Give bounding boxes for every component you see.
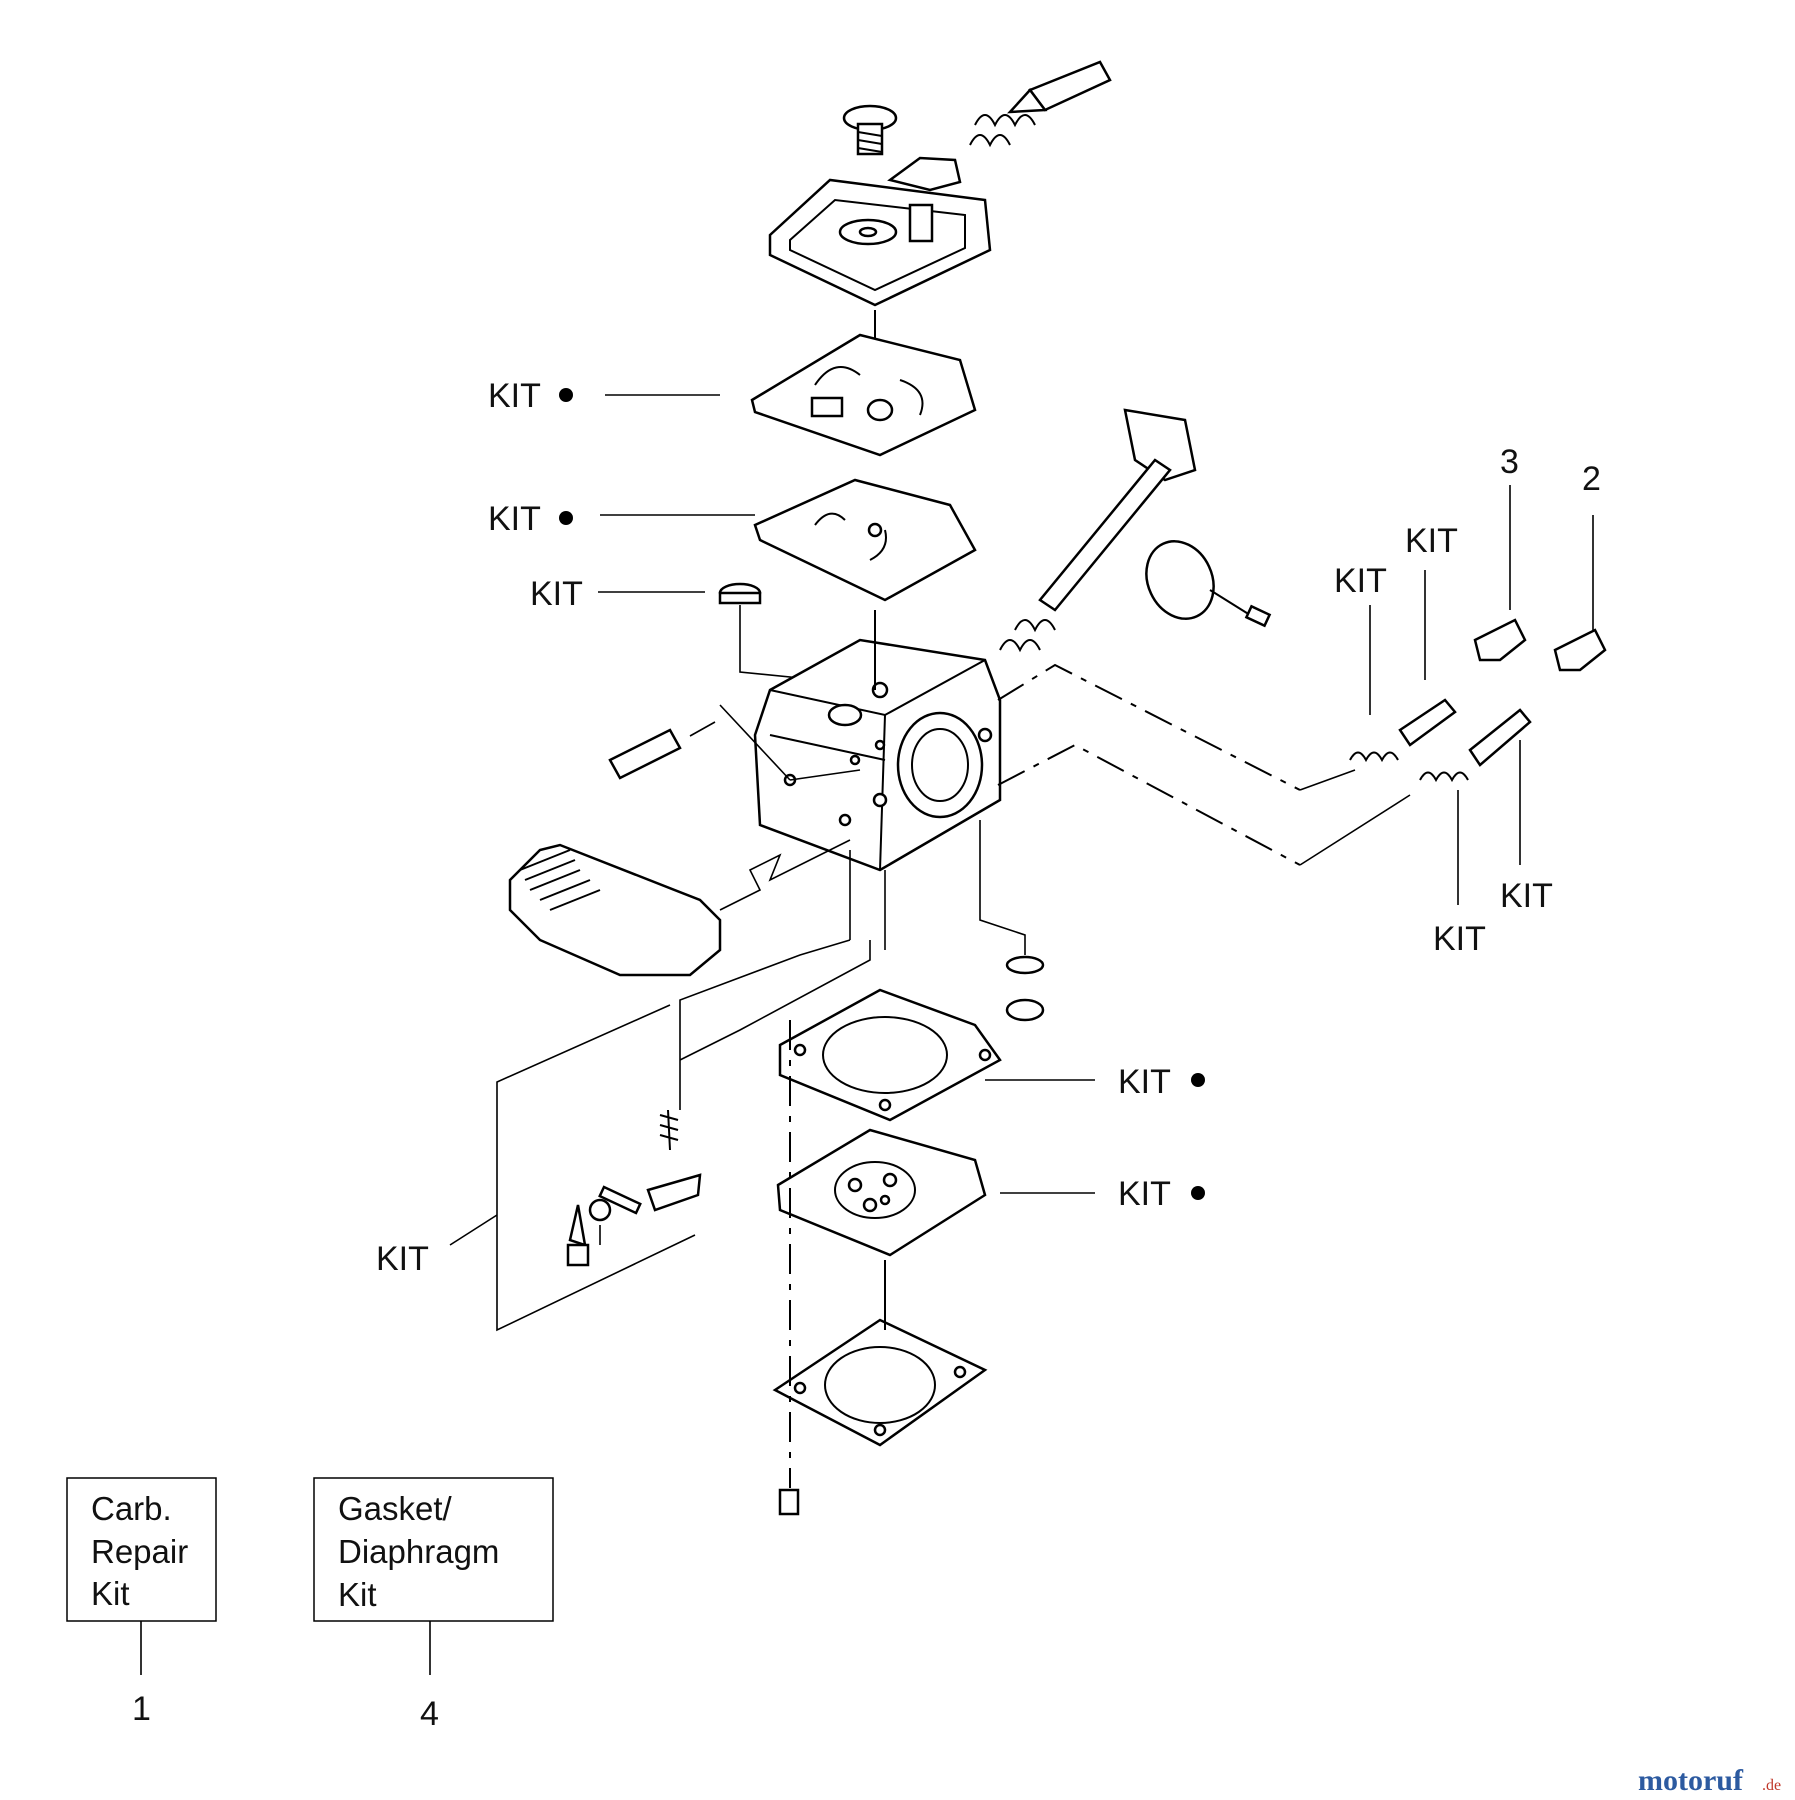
kit-label: KIT — [1118, 1175, 1171, 1213]
legend-line: Carb. — [91, 1490, 172, 1527]
carburetor-body — [753, 610, 1002, 872]
kit-label: KIT — [530, 575, 583, 613]
kit-label: KIT — [488, 500, 541, 538]
reference-numbers: 3 2 1 4 — [132, 443, 1601, 1733]
kit-label: KIT — [1118, 1063, 1171, 1101]
kit-label: KIT — [376, 1240, 429, 1278]
kit-label: KIT — [1405, 522, 1458, 560]
watermark-brand: motoruf — [1638, 1764, 1744, 1797]
ref-number-4: 4 — [420, 1695, 439, 1733]
pump-gasket — [750, 333, 977, 457]
kit-callouts: KIT KIT KIT KIT KIT KIT KIT KIT KIT KIT — [376, 377, 1553, 1278]
inlet-screen — [718, 582, 821, 681]
kit-dot — [559, 511, 573, 525]
pump-diaphragm — [753, 478, 977, 602]
watermark-suffix: .de — [1762, 1777, 1781, 1794]
legend-line: Gasket/ — [338, 1490, 453, 1527]
kit-label: KIT — [1433, 920, 1486, 958]
metering-gasket — [778, 988, 1002, 1122]
legend-box-carb-repair-kit: Carb. Repair Kit — [66, 1477, 217, 1622]
throttle-shaft-assembly — [999, 408, 1272, 653]
legend-box-gasket-diaphragm-kit: Gasket/ Diaphragm Kit — [313, 1477, 554, 1622]
legend-line: Diaphragm — [338, 1533, 499, 1570]
leader-lines — [140, 394, 1594, 1675]
ref-number-1: 1 — [132, 1690, 151, 1728]
legend-line: Kit — [338, 1576, 377, 1613]
cover-screw — [778, 1020, 800, 1516]
metering-cover — [772, 1260, 988, 1447]
kit-dot — [559, 388, 573, 402]
metering-diaphragm — [776, 1128, 987, 1257]
pin-and-choke — [508, 704, 861, 977]
kit-label: KIT — [488, 377, 541, 415]
legend-line: Kit — [91, 1575, 130, 1612]
kit-label: KIT — [1334, 562, 1387, 600]
ref-number-3: 3 — [1500, 443, 1519, 481]
kit-dot — [1191, 1073, 1205, 1087]
adjustment-needles — [997, 618, 1607, 866]
watermark: motoruf .de — [1638, 1764, 1781, 1797]
metering-parts — [566, 820, 1045, 1267]
top-cover-assembly — [768, 60, 1112, 340]
kit-label: KIT — [1500, 877, 1553, 915]
kit-dot — [1191, 1186, 1205, 1200]
ref-number-2: 2 — [1582, 460, 1601, 498]
legend-line: Repair — [91, 1533, 188, 1570]
